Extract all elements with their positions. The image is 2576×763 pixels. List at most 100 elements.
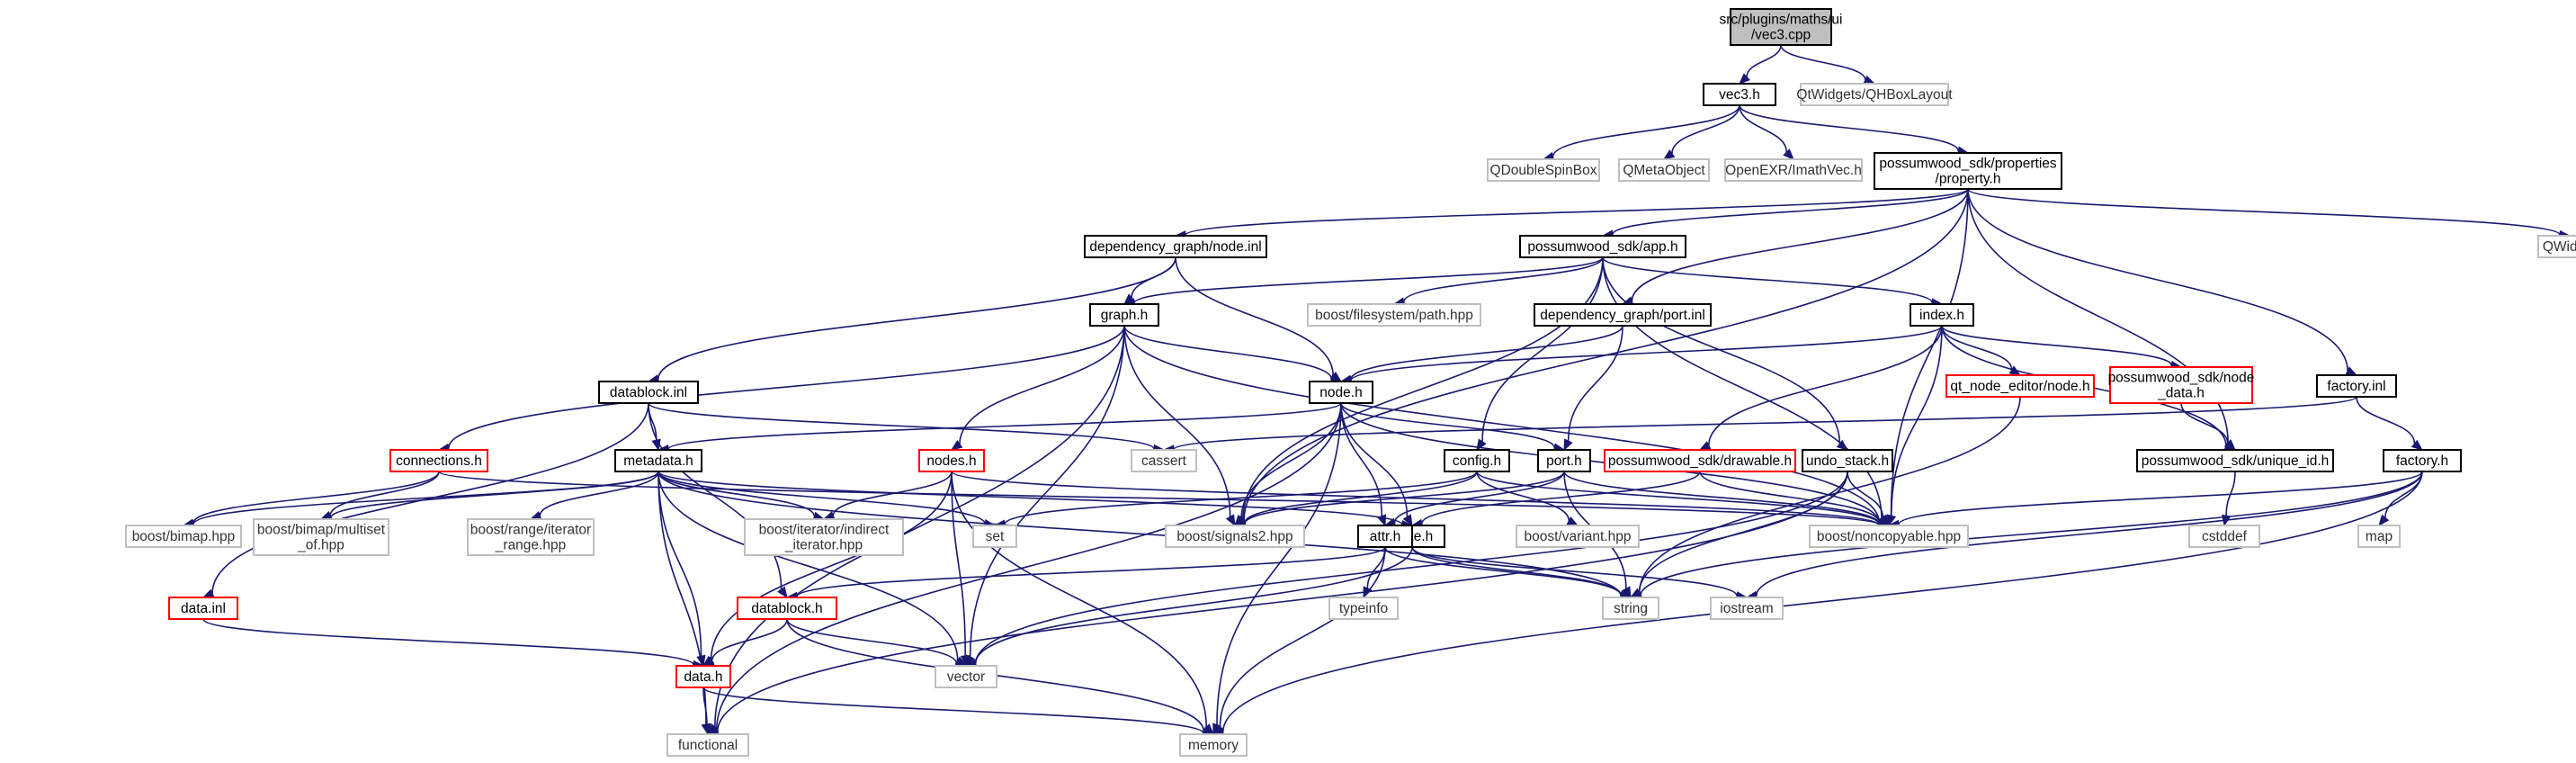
node-pwnodedata[interactable]: possumwood_sdk/node_data.h bbox=[2108, 366, 2255, 404]
node-configh[interactable]: config.h bbox=[1444, 449, 1510, 472]
node-root[interactable]: src/plugins/maths/ui/vec3.cpp bbox=[1720, 8, 1843, 46]
node-attrh[interactable]: attr.h bbox=[1357, 525, 1413, 548]
edge-statech-to-iostream bbox=[1411, 546, 1749, 601]
edge-datah-to-memory bbox=[702, 687, 1215, 739]
node-drawable[interactable]: possumwood_sdk/drawable.h bbox=[1604, 449, 1796, 472]
node-connections[interactable]: connections.h bbox=[389, 449, 488, 472]
node-box-vec3h bbox=[1703, 83, 1776, 106]
node-label-iostream: iostream bbox=[1720, 601, 1773, 616]
node-label-qhbox: QtWidgets/QHBoxLayout bbox=[1796, 87, 1953, 103]
edge-property-to-qwidget bbox=[1967, 188, 2572, 240]
node-box-graphh bbox=[1089, 303, 1159, 327]
node-string: string bbox=[1602, 597, 1659, 620]
node-box-property bbox=[1874, 152, 2062, 190]
node-indirect: boost/iterator/indirect_iterator.hpp bbox=[744, 518, 904, 556]
node-vector: vector bbox=[935, 665, 997, 688]
node-map: map bbox=[2357, 525, 2401, 548]
node-box-qdouble bbox=[1487, 158, 1600, 182]
node-label-bimap: boost/bimap.hpp bbox=[132, 529, 236, 544]
node-box-attrh bbox=[1357, 525, 1413, 548]
node-graphh[interactable]: graph.h bbox=[1089, 303, 1159, 327]
node-label-typeinfo: typeinfo bbox=[1339, 601, 1388, 616]
node-factoryh[interactable]: factory.h bbox=[2383, 449, 2462, 472]
node-qmeta: QMetaObject bbox=[1618, 158, 1710, 182]
edge-property-to-nodeinl bbox=[1174, 188, 1969, 240]
edge-metadata-to-rangeiter bbox=[529, 471, 659, 520]
node-label-string: string bbox=[1614, 601, 1648, 616]
node-box-functional bbox=[666, 733, 749, 757]
edge-nodeh-to-metadata bbox=[657, 402, 1342, 454]
node-label-qwidget: QWidget bbox=[2543, 239, 2576, 255]
node-label-map: map bbox=[2366, 529, 2393, 544]
node-qwidget: QWidget bbox=[2537, 235, 2576, 258]
node-box-map bbox=[2357, 525, 2401, 548]
node-label-datainl: data.inl bbox=[181, 601, 226, 616]
edge-nodeh-to-memory bbox=[1212, 402, 1342, 736]
node-label-drawable: possumwood_sdk/drawable.h bbox=[1608, 453, 1792, 469]
node-box-undostack bbox=[1802, 449, 1893, 472]
node-label-vector: vector bbox=[947, 669, 985, 685]
node-box-bimap bbox=[125, 525, 242, 548]
node-datablockh[interactable]: datablock.h bbox=[737, 597, 837, 620]
edge-datablockinl-to-datablockh bbox=[648, 402, 788, 599]
node-box-factoryinl bbox=[2316, 374, 2397, 398]
edge-datah-to-functional bbox=[702, 687, 712, 736]
node-box-datah bbox=[675, 665, 731, 688]
node-apph[interactable]: possumwood_sdk/app.h bbox=[1519, 235, 1686, 258]
node-datablockinl[interactable]: datablock.inl bbox=[598, 381, 699, 404]
node-noncopy: boost/noncopyable.hpp bbox=[1809, 525, 1969, 548]
node-box-bfs bbox=[1307, 303, 1481, 327]
node-porth[interactable]: port.h bbox=[1537, 449, 1591, 472]
node-box-cstddef bbox=[2188, 525, 2260, 548]
node-box-qmeta bbox=[1618, 158, 1710, 182]
node-label-nodeh: node.h bbox=[1319, 385, 1362, 400]
node-cstddef: cstddef bbox=[2188, 525, 2260, 548]
edge-property-to-uniqueid bbox=[1967, 188, 2236, 451]
node-label-multiset-0: boost/bimap/multiset bbox=[257, 523, 386, 538]
node-label-pwnodedata-1: _data.h bbox=[2157, 386, 2205, 401]
node-qdouble: QDoubleSpinBox bbox=[1487, 158, 1600, 182]
node-portinl[interactable]: dependency_graph/port.inl bbox=[1534, 303, 1712, 327]
node-box-nodeh bbox=[1309, 381, 1373, 404]
node-box-porth bbox=[1537, 449, 1591, 472]
node-label-indirect-1: _iterator.hpp bbox=[784, 538, 863, 553]
node-datainl[interactable]: data.inl bbox=[168, 597, 238, 620]
edge-graphh-to-nodeh bbox=[1123, 325, 1343, 384]
node-nodeinl[interactable]: dependency_graph/node.inl bbox=[1084, 235, 1267, 258]
edge-pwnodedata-to-uniqueid bbox=[2180, 402, 2236, 451]
node-property[interactable]: possumwood_sdk/properties/property.h bbox=[1874, 152, 2062, 190]
node-label-portinl: dependency_graph/port.inl bbox=[1540, 308, 1705, 323]
node-label-qmeta: QMetaObject bbox=[1623, 163, 1705, 178]
node-cassert: cassert bbox=[1131, 449, 1197, 472]
edge-datablockh-to-vector bbox=[786, 618, 968, 669]
node-nodeh[interactable]: node.h bbox=[1309, 381, 1373, 404]
node-indexh[interactable]: index.h bbox=[1910, 303, 1974, 327]
node-label-factoryinl: factory.inl bbox=[2327, 379, 2385, 394]
node-datah[interactable]: data.h bbox=[675, 665, 731, 688]
node-box-noncopy bbox=[1809, 525, 1969, 548]
node-box-datainl bbox=[168, 597, 238, 620]
edge-root-to-vec3h bbox=[1739, 44, 1782, 85]
node-label-qtnode: qt_node_editor/node.h bbox=[1950, 379, 2089, 394]
edge-connections-to-noncopy bbox=[438, 471, 1891, 530]
node-metadata[interactable]: metadata.h bbox=[614, 449, 702, 472]
node-undostack[interactable]: undo_stack.h bbox=[1802, 449, 1893, 472]
edge-graphh-to-connections bbox=[437, 325, 1125, 453]
edge-factoryh-to-noncopy bbox=[1887, 471, 2423, 530]
node-label-datah: data.h bbox=[684, 669, 722, 685]
node-factoryinl[interactable]: factory.inl bbox=[2316, 374, 2397, 398]
node-box-portinl bbox=[1534, 303, 1712, 327]
node-memory: memory bbox=[1179, 733, 1248, 757]
edge-apph-to-configh bbox=[1476, 256, 1604, 452]
node-uniqueid[interactable]: possumwood_sdk/unique_id.h bbox=[2136, 449, 2334, 472]
node-nodesh[interactable]: nodes.h bbox=[918, 449, 985, 472]
node-qtnode[interactable]: qt_node_editor/node.h bbox=[1945, 374, 2095, 398]
node-box-qhbox bbox=[1800, 83, 1949, 106]
node-label-undostack: undo_stack.h bbox=[1806, 453, 1889, 469]
node-box-imath bbox=[1724, 158, 1863, 182]
node-qhbox: QtWidgets/QHBoxLayout bbox=[1796, 83, 1953, 106]
node-vec3h[interactable]: vec3.h bbox=[1703, 83, 1776, 106]
node-label-signals2: boost/signals2.hpp bbox=[1176, 529, 1292, 544]
edge-root-to-qhbox bbox=[1780, 44, 1876, 85]
